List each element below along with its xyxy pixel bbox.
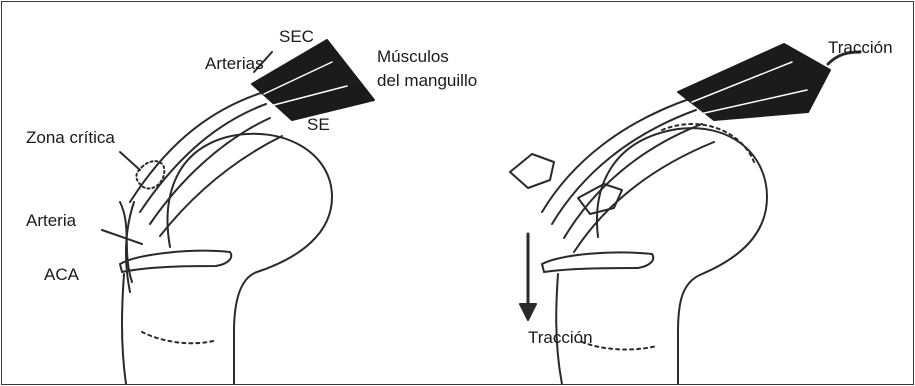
label-traccion-bottom: Tracción xyxy=(528,327,593,348)
right-traction-arrow-head xyxy=(520,304,536,320)
left-base-shading xyxy=(142,332,217,343)
right-fragment-upper xyxy=(510,154,554,188)
left-tendon-2 xyxy=(140,104,266,212)
left-zona-pointer xyxy=(120,152,140,170)
label-zona-critica: Zona crítica xyxy=(26,127,115,148)
label-sec: SEC xyxy=(279,26,314,47)
left-humerus-inner xyxy=(122,274,126,384)
left-tendon-4 xyxy=(160,136,282,236)
left-acromion xyxy=(120,251,231,272)
right-acromion xyxy=(542,252,653,272)
label-musculos-line1: Músculos xyxy=(377,46,449,67)
right-humeral-head xyxy=(597,128,767,384)
label-traccion-top: Tracción xyxy=(828,37,893,58)
right-cuff-muscle xyxy=(678,44,830,120)
right-tendon-2 xyxy=(552,110,696,224)
right-base-shading xyxy=(582,342,657,349)
left-cuff-muscle xyxy=(252,40,374,120)
label-musculos-line2: del manguillo xyxy=(377,70,477,91)
left-arteria-pointer xyxy=(102,230,142,244)
left-humeral-head xyxy=(168,134,332,384)
right-tendon-1 xyxy=(542,98,692,212)
label-arteria: Arteria xyxy=(26,210,76,231)
label-se: SE xyxy=(307,114,330,135)
label-arterias: Arterias xyxy=(205,53,264,74)
label-aca: ACA xyxy=(44,264,79,285)
